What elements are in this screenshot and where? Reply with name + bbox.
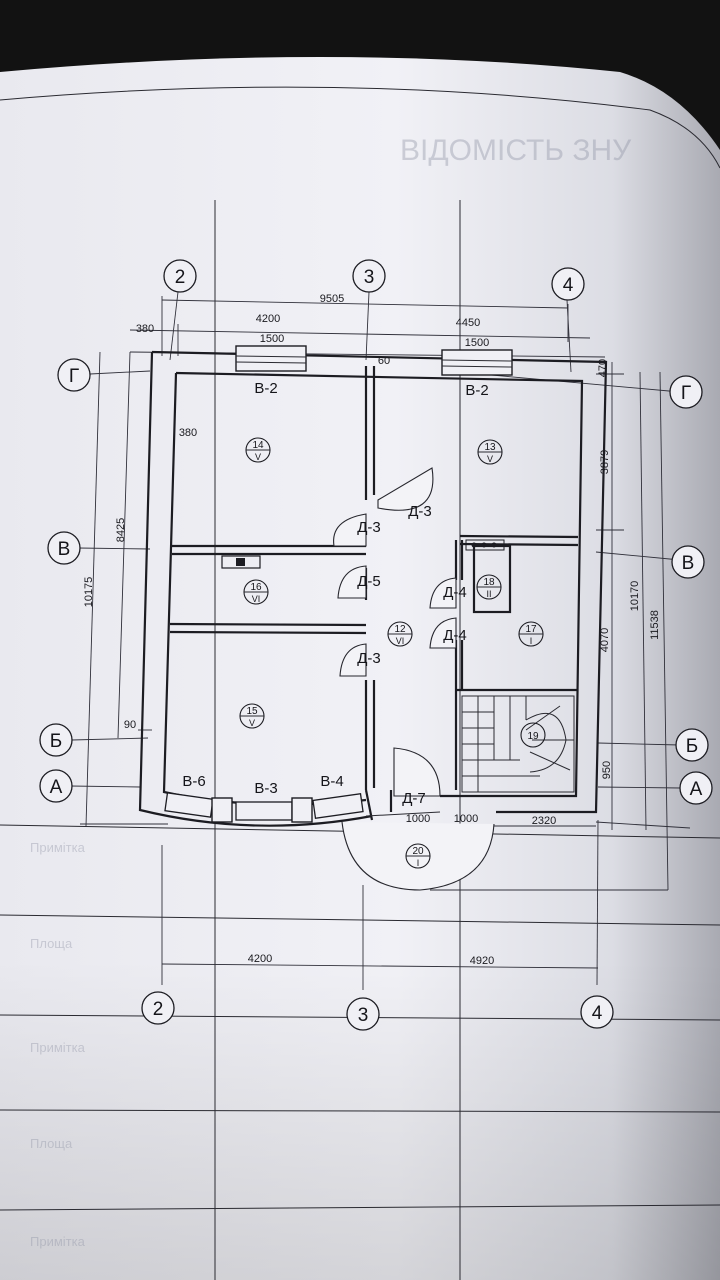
room-sub-17: I [530,636,533,646]
door-swing-d4-upper [429,577,457,609]
axis-lines [69,291,681,990]
axis-label-left-b: Б [50,731,62,752]
dim-top-offset: 380 [136,323,154,335]
dim-bottom-span-right: 4920 [470,955,494,967]
window-label-top-left: В-2 [254,380,277,397]
dim-top-total: 9505 [320,293,344,305]
dim-left-span: 8425 [115,518,127,542]
room-sub-16: VI [252,594,261,604]
dim-door-left: 1000 [406,813,430,825]
ghost-heading: ВІДОМІСТЬ ЗНУ [400,134,632,167]
axis-label-bottom-3: 3 [358,1005,369,1026]
window-label-bottom-right: В-4 [320,773,343,790]
room-number-15: 15 [246,706,258,717]
axis-label-bottom-2: 2 [153,999,164,1020]
door-label-d3-left: Д-3 [357,519,381,536]
door-swing-d7 [393,747,441,797]
door-swing-d5 [337,565,367,599]
door-label-d3-upper: Д-3 [408,503,432,520]
dim-window-right: 1500 [465,337,489,349]
axis-label-right-b: Б [686,736,698,757]
ghost-text: Примітка [30,840,86,855]
room-number-17: 17 [525,624,537,635]
dim-right-total: 11538 [649,610,661,640]
room-sub-14: V [255,452,261,462]
ghost-text: Примітка [30,1234,86,1249]
dim-right-bottom: 950 [601,761,613,779]
room-number-14: 14 [252,440,264,451]
axis-label-right-v: В [682,553,695,574]
door-label-d7: Д-7 [402,790,426,807]
room-sub-13: V [487,454,493,464]
room-sub-18: II [486,589,491,599]
window-label-bottom-mid: В-3 [254,780,277,797]
room-number-20: 20 [412,846,424,857]
room-number-13: 13 [484,442,496,453]
axis-label-right-a: А [690,779,703,800]
ghost-text: Площа [30,936,73,951]
room-number-18: 18 [483,577,495,588]
door-label-d4-upper: Д-4 [443,584,467,601]
dim-door-right: 1000 [454,813,478,825]
ghost-text: Примітка [30,1040,86,1055]
axis-label-left-a: А [50,777,63,798]
axis-bubbles [39,259,713,1031]
ghost-text: Площа [30,1136,73,1151]
dim-wall-thickness: 380 [179,427,197,439]
dim-window-left: 1500 [260,333,284,345]
kitchen-counter [221,539,505,569]
door-swing-d3-upper [377,467,434,511]
dim-right-lower: 4070 [599,628,611,652]
axis-label-top-4: 4 [563,275,574,296]
room-sub-15: V [249,718,255,728]
top-windows [235,345,513,376]
dim-top-span-right: 4450 [456,317,480,329]
dim-partition: 60 [378,355,390,367]
bay-windows [164,792,364,823]
door-swing-d3-lower [339,643,367,677]
room-number-16: 16 [250,582,262,593]
door-swing-d4-lower [429,617,457,649]
dim-left-small: 90 [124,719,136,731]
dim-bottom-right: 2320 [532,815,556,827]
door-swing-d3-left [333,513,367,547]
room-sub-20: I [417,858,420,868]
dim-right-top-offset: 470 [597,359,609,377]
dim-bottom-span-left: 4200 [248,953,272,965]
axis-label-left-g: Г [69,366,79,387]
door-label-d4-lower: Д-4 [443,627,467,644]
staircase [461,695,575,793]
window-label-bottom-left: В-6 [182,773,205,790]
dim-top-span-left: 4200 [256,313,280,325]
dim-left-total: 10175 [83,577,95,608]
dim-right-upper: 3879 [599,450,611,474]
axis-label-top-2: 2 [175,267,186,288]
window-label-top-right: В-2 [465,382,488,399]
door-label-d3-lower: Д-3 [357,650,381,667]
axis-label-right-g: Г [681,383,691,404]
room-tags [239,437,546,869]
room-sub-12: VI [396,636,405,646]
room-number-12: 12 [394,624,406,635]
axis-label-bottom-4: 4 [592,1003,603,1024]
door-label-d5: Д-5 [357,573,381,590]
room-number-19: 19 [527,731,539,742]
axis-label-left-v: В [58,539,71,560]
dim-right-mid-total: 10170 [629,581,641,612]
axis-label-top-3: 3 [364,267,375,288]
